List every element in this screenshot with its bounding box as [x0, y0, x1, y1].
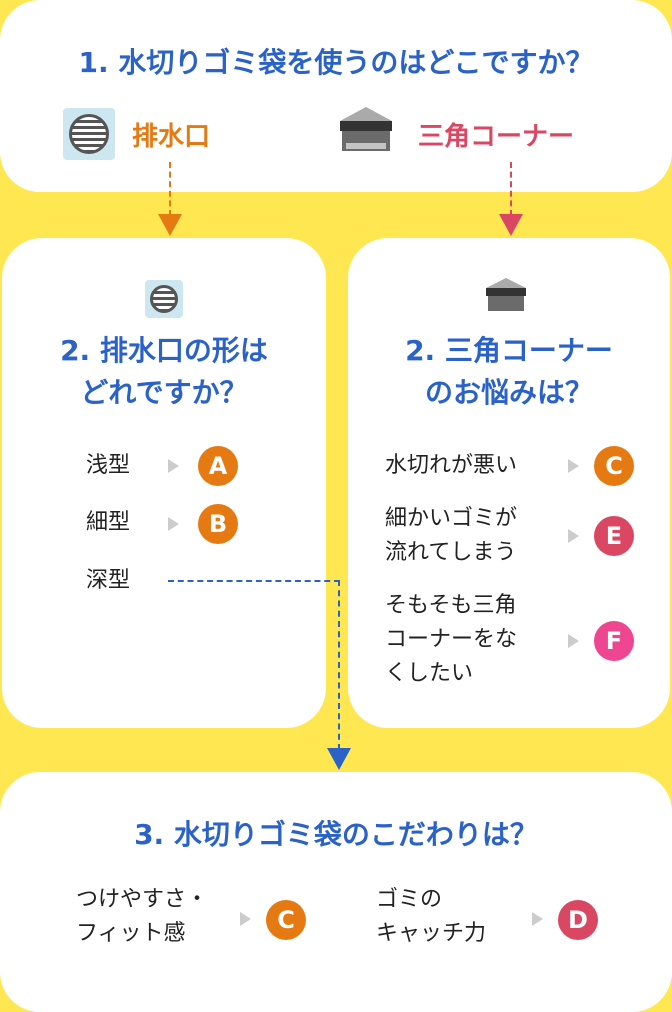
- option-fine-debris[interactable]: 細かいゴミが流れてしまう: [385, 502, 517, 570]
- arrow-icon: [168, 459, 179, 473]
- badge-e: E: [594, 516, 634, 556]
- option-corner[interactable]: 三角コーナー: [418, 122, 575, 152]
- option-remove-corner[interactable]: そもそも三角コーナーをなくしたい: [385, 589, 517, 691]
- deep-arrow-head: [327, 748, 351, 770]
- text-line: つけやすさ・: [76, 887, 209, 912]
- arrow-icon: [240, 912, 251, 926]
- arrow-drain: [169, 162, 171, 216]
- question-3-card: [0, 772, 672, 1012]
- arrow-corner-head: [499, 214, 523, 236]
- badge-b: B: [198, 504, 238, 544]
- text-line: ゴミの: [376, 887, 443, 912]
- drain-icon: [145, 280, 183, 318]
- option-deep[interactable]: 深型: [86, 568, 131, 593]
- deep-connector-v: [338, 580, 340, 750]
- option-fit[interactable]: つけやすさ・フィット感: [76, 883, 208, 951]
- badge-f: F: [594, 621, 634, 661]
- text-line: フィット感: [76, 921, 186, 946]
- arrow-corner: [510, 162, 512, 216]
- option-narrow[interactable]: 細型: [86, 510, 131, 535]
- question-2-corner-title: 2. 三角コーナーのお悩みは？: [348, 330, 670, 414]
- badge-c: C: [594, 446, 634, 486]
- text-line: くしたい: [385, 661, 474, 686]
- text-line: 細かいゴミが: [385, 506, 518, 531]
- title-line: 2. 三角コーナー: [405, 334, 613, 367]
- text-line: そもそも三角: [385, 593, 517, 618]
- title-line: 2. 排水口の形は: [60, 334, 268, 367]
- option-poor-drainage[interactable]: 水切れが悪い: [385, 453, 518, 478]
- arrow-icon: [568, 634, 579, 648]
- text-line: 流れてしまう: [385, 540, 517, 565]
- arrow-icon: [532, 912, 543, 926]
- question-1-card: [0, 0, 672, 192]
- question-2-drain-card: [2, 238, 326, 728]
- corner-icon: [340, 107, 392, 151]
- arrow-icon: [568, 459, 579, 473]
- corner-icon: [486, 278, 526, 311]
- title-line: どれですか？: [80, 376, 248, 409]
- option-drain[interactable]: 排水口: [132, 122, 211, 152]
- question-2-drain-title: 2. 排水口の形はどれですか？: [2, 330, 326, 414]
- badge-d: D: [558, 900, 598, 940]
- deep-connector-h: [168, 580, 340, 582]
- question-3-title: 3. 水切りゴミ袋のこだわりは？: [134, 818, 538, 851]
- text-line: キャッチ力: [376, 921, 487, 946]
- question-1-title: 1. 水切りゴミ袋を使うのはどこですか？: [78, 46, 594, 79]
- arrow-icon: [168, 517, 179, 531]
- drain-icon: [63, 108, 115, 160]
- arrow-icon: [568, 529, 579, 543]
- badge-c: C: [266, 900, 306, 940]
- arrow-drain-head: [158, 214, 182, 236]
- text-line: コーナーをな: [385, 627, 518, 652]
- option-catch[interactable]: ゴミのキャッチ力: [376, 883, 486, 951]
- title-line: のお悩みは？: [424, 376, 593, 409]
- option-shallow[interactable]: 浅型: [86, 453, 131, 478]
- badge-a: A: [198, 446, 238, 486]
